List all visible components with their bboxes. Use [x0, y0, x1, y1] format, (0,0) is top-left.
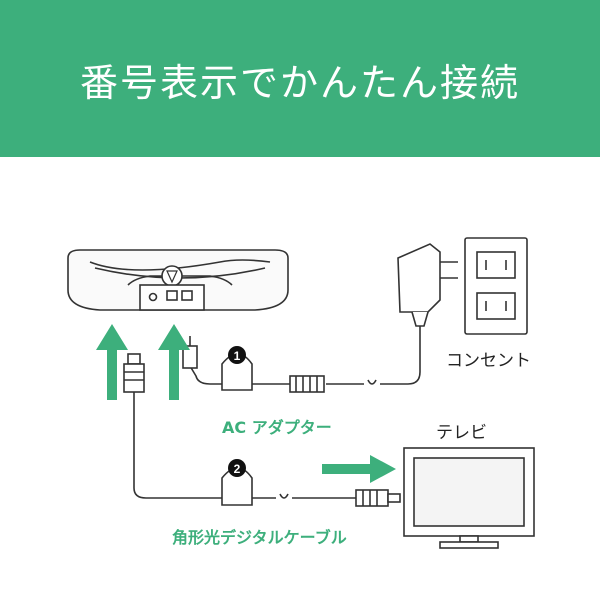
connection-diagram: 1 2: [67, 237, 535, 549]
tv-label: テレビ: [436, 423, 487, 443]
optical-cable-label: 角形光デジタルケーブル: [172, 528, 347, 547]
ac-cable: [182, 326, 421, 393]
outlet-label: コンセント: [446, 351, 531, 371]
arrow-up-left: [96, 324, 128, 400]
header-banner: 番号表示でかんたん接続: [0, 0, 600, 157]
ac-adapter: [397, 243, 458, 327]
arrow-up-right: [158, 324, 190, 400]
wall-outlet: [464, 237, 528, 335]
ac-adapter-label: AC アダプター: [222, 418, 332, 437]
cable-clip-2: 2: [221, 459, 253, 506]
arrows: [96, 324, 396, 483]
cable-clip-1: 1: [221, 346, 253, 391]
step-2-badge: 2: [234, 462, 241, 476]
step-1-badge: 1: [234, 349, 241, 363]
optical-cable: [123, 353, 401, 507]
base-station: [67, 249, 289, 311]
page-title: 番号表示でかんたん接続: [79, 61, 520, 105]
arrow-right: [322, 455, 396, 483]
tv: [403, 447, 535, 549]
